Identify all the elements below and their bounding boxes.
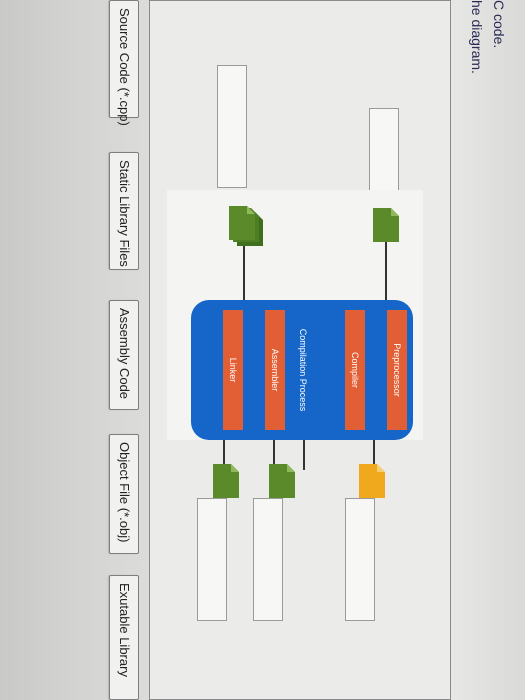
stage-compiler: Compiler — [345, 310, 365, 430]
drop-target-object[interactable] — [345, 498, 375, 621]
drop-target-assembly[interactable] — [253, 498, 283, 621]
drop-target-executable[interactable] — [197, 498, 227, 621]
choice-static-library-files[interactable]: Static Library Files — [109, 152, 139, 270]
assembly-file-icon — [269, 464, 295, 498]
stage-linker: Linker — [223, 310, 243, 430]
source-file-icon — [373, 208, 399, 242]
choice-assembly-code[interactable]: Assembly Code — [109, 300, 139, 410]
drop-target-static-lib[interactable] — [217, 65, 247, 188]
object-file-icon — [359, 464, 385, 498]
executable-file-icon — [213, 464, 239, 498]
stage-preprocessor: Preprocessor — [387, 310, 407, 430]
instruction-text: C code. — [491, 0, 507, 49]
choice-executable-library[interactable]: Exutable Library — [109, 575, 139, 700]
compilation-process-title: Compilation Process — [298, 328, 308, 412]
instruction-text: he diagram. — [469, 0, 485, 74]
choice-object-file[interactable]: Object File (*.obj) — [109, 434, 139, 554]
stage-assembler: Assembler — [265, 310, 285, 430]
static-library-files-icon — [229, 206, 263, 246]
choice-source-code[interactable]: Source Code (*.cpp) — [109, 0, 139, 126]
